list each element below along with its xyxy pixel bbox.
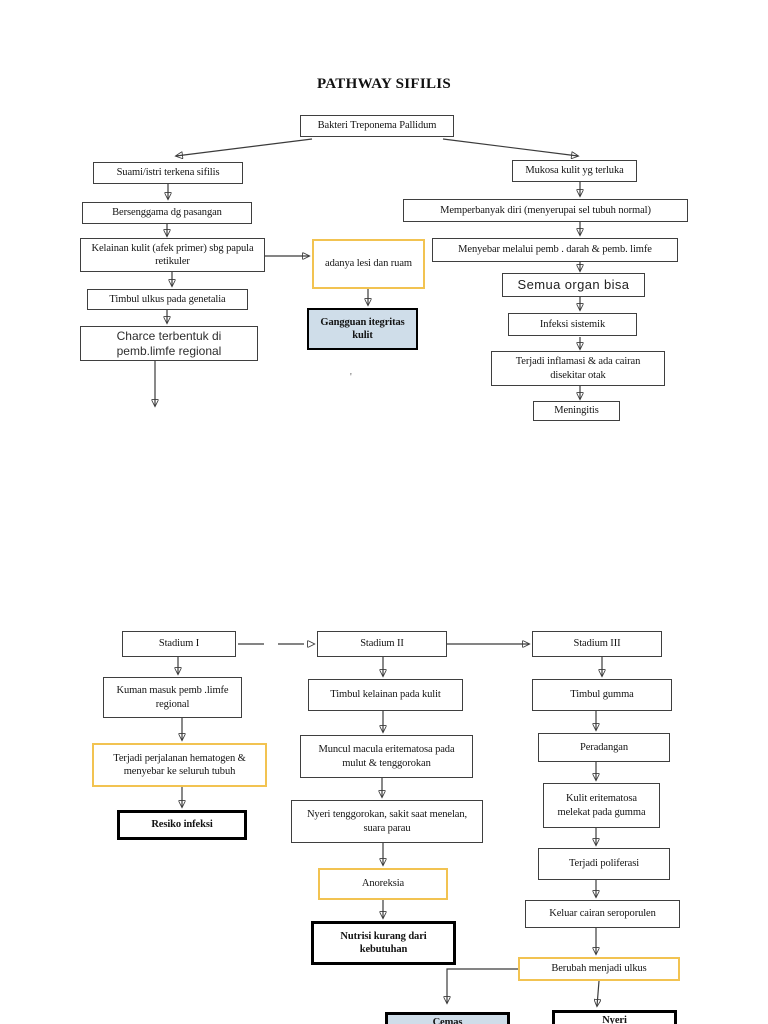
flow-node-poliferasi: Terjadi poliferasi <box>538 848 670 880</box>
flow-node-berubah-ulkus: Berubah menjadi ulkus <box>518 957 680 981</box>
flow-node-kelainan-kulit: Kelainan kulit (afek primer) sbg papula … <box>80 238 265 272</box>
flow-node-memperbanyak: Memperbanyak diri (menyerupai sel tubuh … <box>403 199 688 222</box>
flow-node-suami-istri: Suami/istri terkena sifilis <box>93 162 243 184</box>
flow-node-gangguan-itegritas: Gangguan itegritas kulit <box>307 308 418 350</box>
flow-node-bakteri-treponema: Bakteri Treponema Pallidum <box>300 115 454 137</box>
flow-node-stadium-1: Stadium I <box>122 631 236 657</box>
flow-node-anoreksia: Anoreksia <box>318 868 448 900</box>
flow-node-infeksi-sistemik: Infeksi sistemik <box>508 313 637 336</box>
flow-node-timbul-gumma: Timbul gumma <box>532 679 672 711</box>
page-title: PATHWAY SIFILIS <box>316 76 452 92</box>
flow-node-resiko-infeksi: Resiko infeksi <box>117 810 247 840</box>
flow-node-cemas: Cemas <box>385 1012 510 1024</box>
flow-node-keluar-cairan: Keluar cairan seroporulen <box>525 900 680 928</box>
flow-node-nyeri-tenggorokan: Nyeri tenggorokan, sakit saat menelan, s… <box>291 800 483 843</box>
flow-node-meningitis: Meningitis <box>533 401 620 421</box>
flow-node-mukosa: Mukosa kulit yg terluka <box>512 160 637 182</box>
flow-node-stadium-3: Stadium III <box>532 631 662 657</box>
flow-node-semua-organ: Semua organ bisa <box>502 273 645 297</box>
flow-node-hematogen: Terjadi perjalanan hematogen & menyebar … <box>92 743 267 787</box>
flow-node-charce: Charce terbentuk di pemb.limfe regional <box>80 326 258 361</box>
flow-node-timbul-ulkus: Timbul ulkus pada genetalia <box>87 289 248 310</box>
flow-node-kuman-masuk: Kuman masuk pemb .limfe regional <box>103 677 242 718</box>
stray-mark: ' <box>350 372 352 383</box>
flow-node-timbul-kelainan: Timbul kelainan pada kulit <box>308 679 463 711</box>
flow-node-nyeri: Nyeri <box>552 1010 677 1024</box>
flow-node-bersenggama: Bersenggama dg pasangan <box>82 202 252 224</box>
flow-node-terjadi-inflamasi: Terjadi inflamasi & ada cairan disekitar… <box>491 351 665 386</box>
flow-node-peradangan: Peradangan <box>538 733 670 762</box>
flow-node-stadium-2: Stadium II <box>317 631 447 657</box>
flow-node-nutrisi-kurang: Nutrisi kurang dari kebutuhan <box>311 921 456 965</box>
flow-node-kulit-eritematosa: Kulit eritematosa melekat pada gumma <box>543 783 660 828</box>
flow-node-adanya-lesi: adanya lesi dan ruam <box>312 239 425 289</box>
flow-node-menyebar: Menyebar melalui pemb . darah & pemb. li… <box>432 238 678 262</box>
flow-node-muncul-macula: Muncul macula eritematosa pada mulut & t… <box>300 735 473 778</box>
